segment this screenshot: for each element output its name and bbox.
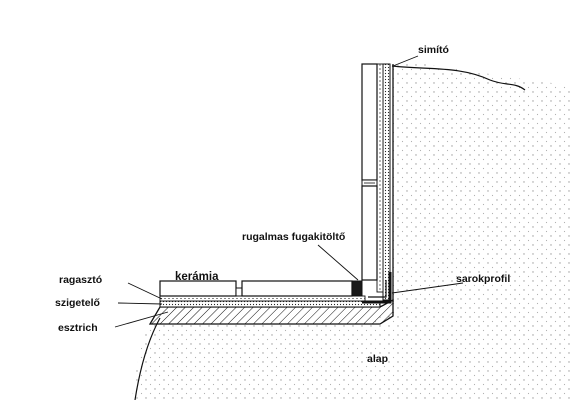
leader-szigetelo — [117, 302, 163, 305]
elastic-joint-filler — [351, 280, 363, 297]
leader-simito — [392, 55, 419, 67]
wall-tile-upper — [361, 63, 378, 181]
insulation-wall — [382, 63, 391, 301]
floor-tile-right — [241, 280, 353, 297]
leader-sarokprofil — [391, 282, 464, 294]
label-sarokprofil: sarokprofil — [456, 273, 510, 285]
leader-esztrich — [114, 311, 169, 328]
label-alap: alap — [367, 353, 388, 365]
base-region — [132, 62, 570, 400]
base-left-edge — [134, 317, 161, 400]
floor-joint — [235, 287, 243, 297]
label-esztrich: esztrich — [58, 322, 98, 334]
wall-tile-lower — [361, 185, 378, 281]
adhesive-floor — [159, 295, 366, 302]
corner-profile — [362, 272, 392, 304]
label-simito: simító — [418, 44, 449, 56]
label-rugalmas-fugakitolto: rugalmas fugakitöltő — [242, 231, 345, 243]
insulation-floor — [159, 300, 381, 308]
floor-tile-left — [159, 280, 237, 297]
leader-ragaszto — [127, 282, 163, 300]
leader-rugalmas — [317, 244, 359, 281]
label-szigetelo: szigetelő — [55, 297, 100, 309]
wall-top-edge — [391, 65, 526, 91]
label-ragaszto: ragasztó — [59, 274, 102, 286]
label-keramia: kerámia — [175, 271, 219, 283]
